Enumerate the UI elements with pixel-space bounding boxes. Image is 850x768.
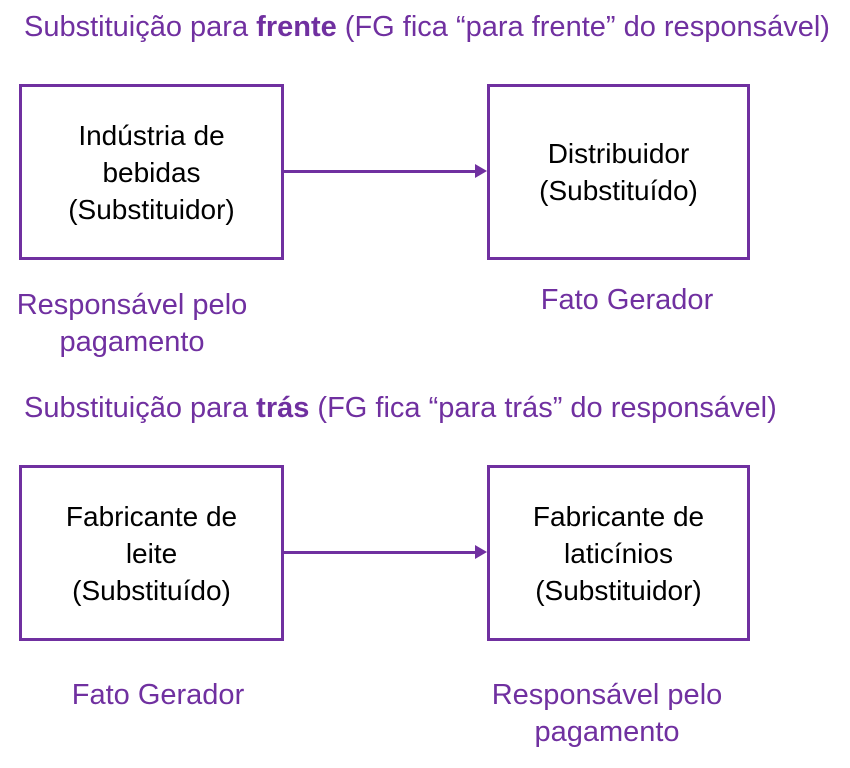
section1-title-suffix: (FG fica “para frente” do responsável) (336, 11, 830, 43)
section2-title-bold-word: trás (256, 392, 310, 424)
section2-title: Substituição para trás (FG fica “para tr… (24, 391, 777, 425)
box-distribuidor: Distribuidor(Substituído) (487, 84, 750, 260)
section2-title-suffix: (FG fica “para trás” do responsável) (309, 392, 777, 424)
section1-right-label-fato-gerador: Fato Gerador (540, 284, 714, 316)
section1-title-prefix: Substituição para (24, 11, 257, 43)
arrow-head-icon-section1 (475, 164, 487, 178)
arrow-head-icon-section2 (475, 545, 487, 559)
section2-left-label-fato-gerador: Fato Gerador (71, 679, 245, 711)
section1-title-bold-word: frente (256, 11, 337, 43)
arrow-line-section2 (284, 551, 475, 554)
section1-title: Substituição para frente (FG fica “para … (24, 10, 830, 44)
box-distribuidor-label: Distribuidor(Substituído) (539, 138, 698, 206)
arrow-line-section1 (284, 170, 475, 173)
section2-title-prefix: Substituição para (24, 392, 257, 424)
